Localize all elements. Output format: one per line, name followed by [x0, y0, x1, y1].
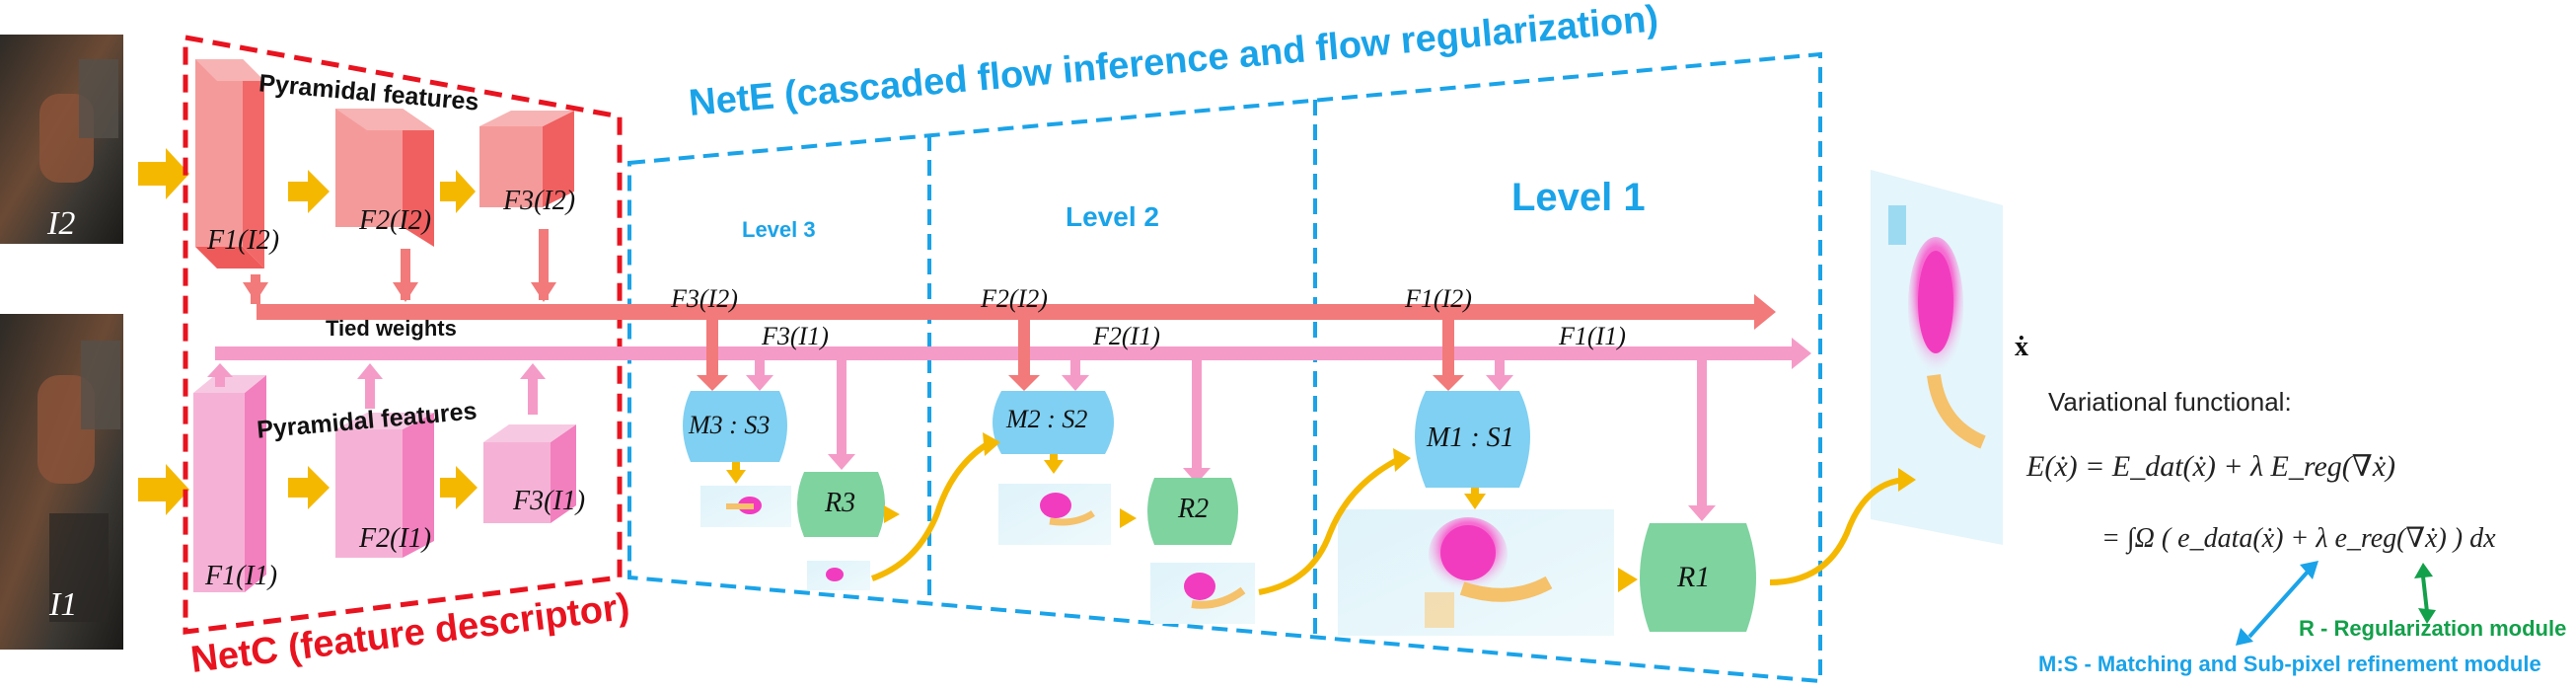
matcher-m2-s2-shape [993, 391, 1114, 454]
matcher-m3-s3-shape [683, 391, 787, 462]
functional-title: Variational functional: [2048, 387, 2292, 417]
flow-thumb-level1 [1338, 509, 1614, 636]
regularizer-r2-label: R2 [1178, 494, 1210, 524]
feature-label-f1-i2: F1(I2) [207, 225, 280, 256]
level-2-label: Level 2 [1066, 201, 1159, 232]
stream-label-f2-i1: F2(I1) [1093, 322, 1160, 350]
regularizer-r3-shape [797, 472, 885, 537]
input-image-i2 [0, 35, 123, 244]
regularizer-r1-label: R1 [1677, 561, 1711, 593]
feature-cube-f2-i2 [335, 109, 434, 247]
feature-label-f2-i2: F2(I2) [359, 205, 432, 236]
feature-label-f3-i2: F3(I2) [503, 186, 576, 216]
i1-feature-stream [207, 338, 1811, 415]
level-3-label: Level 3 [742, 217, 816, 242]
feature-label-f3-i1: F3(I1) [513, 486, 586, 516]
flow-thumb-level2-b [1150, 563, 1255, 624]
functional-line-2: = ∫Ω ( e_data(ẋ) + λ e_reg(∇ẋ) ) dx [2101, 523, 2496, 554]
input-arrow-bottom [138, 464, 189, 515]
output-flow-field [1871, 170, 2003, 545]
i2-feature-stream [243, 229, 1776, 330]
output-flow-label: ẋ [2015, 332, 2028, 362]
regularizer-r1-shape [1640, 523, 1756, 632]
flow-thumb-level2-a [998, 484, 1111, 545]
stream-label-f3-i1: F3(I1) [762, 322, 829, 350]
nete-border [627, 51, 1822, 684]
flow-thumb-level3-a [700, 486, 791, 527]
legend-regularization: R - Regularization module [2299, 616, 2567, 641]
feature-cube-f3-i1 [483, 424, 576, 523]
input-arrow-top [138, 148, 189, 199]
matcher-m2-s2-label: M2 : S2 [1006, 405, 1088, 433]
stream-label-f3-i2: F3(I2) [671, 284, 738, 313]
tied-weights-label: Tied weights [326, 316, 457, 341]
legend-arrow-regularization [2414, 563, 2436, 624]
legend-matching: M:S - Matching and Sub-pixel refinement … [2038, 652, 2541, 676]
matcher-m3-s3-label: M3 : S3 [689, 411, 771, 439]
input-label-i2: I2 [47, 205, 76, 242]
level-1-label: Level 1 [1511, 176, 1646, 219]
flow-thumb-level3-b [807, 561, 870, 590]
feature-cube-f1-i1 [193, 375, 266, 592]
level-connectors [870, 439, 1905, 595]
functional-line-1: E(ẋ) = E_dat(ẋ) + λ E_reg(∇ẋ) [2026, 450, 2396, 483]
feature-cube-f2-i1 [335, 413, 434, 558]
legend-arrow-matching [2236, 561, 2318, 646]
feature-cube-f3-i2 [479, 111, 574, 207]
regularizer-r3-label: R3 [825, 488, 856, 518]
matcher-m1-s1-shape [1415, 391, 1530, 488]
stream-label-f1-i2: F1(I2) [1405, 284, 1472, 313]
feature-cube-f1-i2 [195, 59, 264, 269]
input-label-i1: I1 [49, 586, 78, 623]
regularizer-r2-shape [1147, 478, 1238, 545]
stream-label-f2-i2: F2(I2) [981, 284, 1048, 313]
input-image-i1 [0, 314, 123, 650]
matcher-m1-s1-label: M1 : S1 [1427, 422, 1514, 453]
feature-label-f2-i1: F2(I1) [359, 523, 432, 554]
stream-label-f1-i1: F1(I1) [1559, 322, 1626, 350]
stream-taps [697, 320, 1716, 521]
feature-label-f1-i1: F1(I1) [205, 561, 278, 591]
